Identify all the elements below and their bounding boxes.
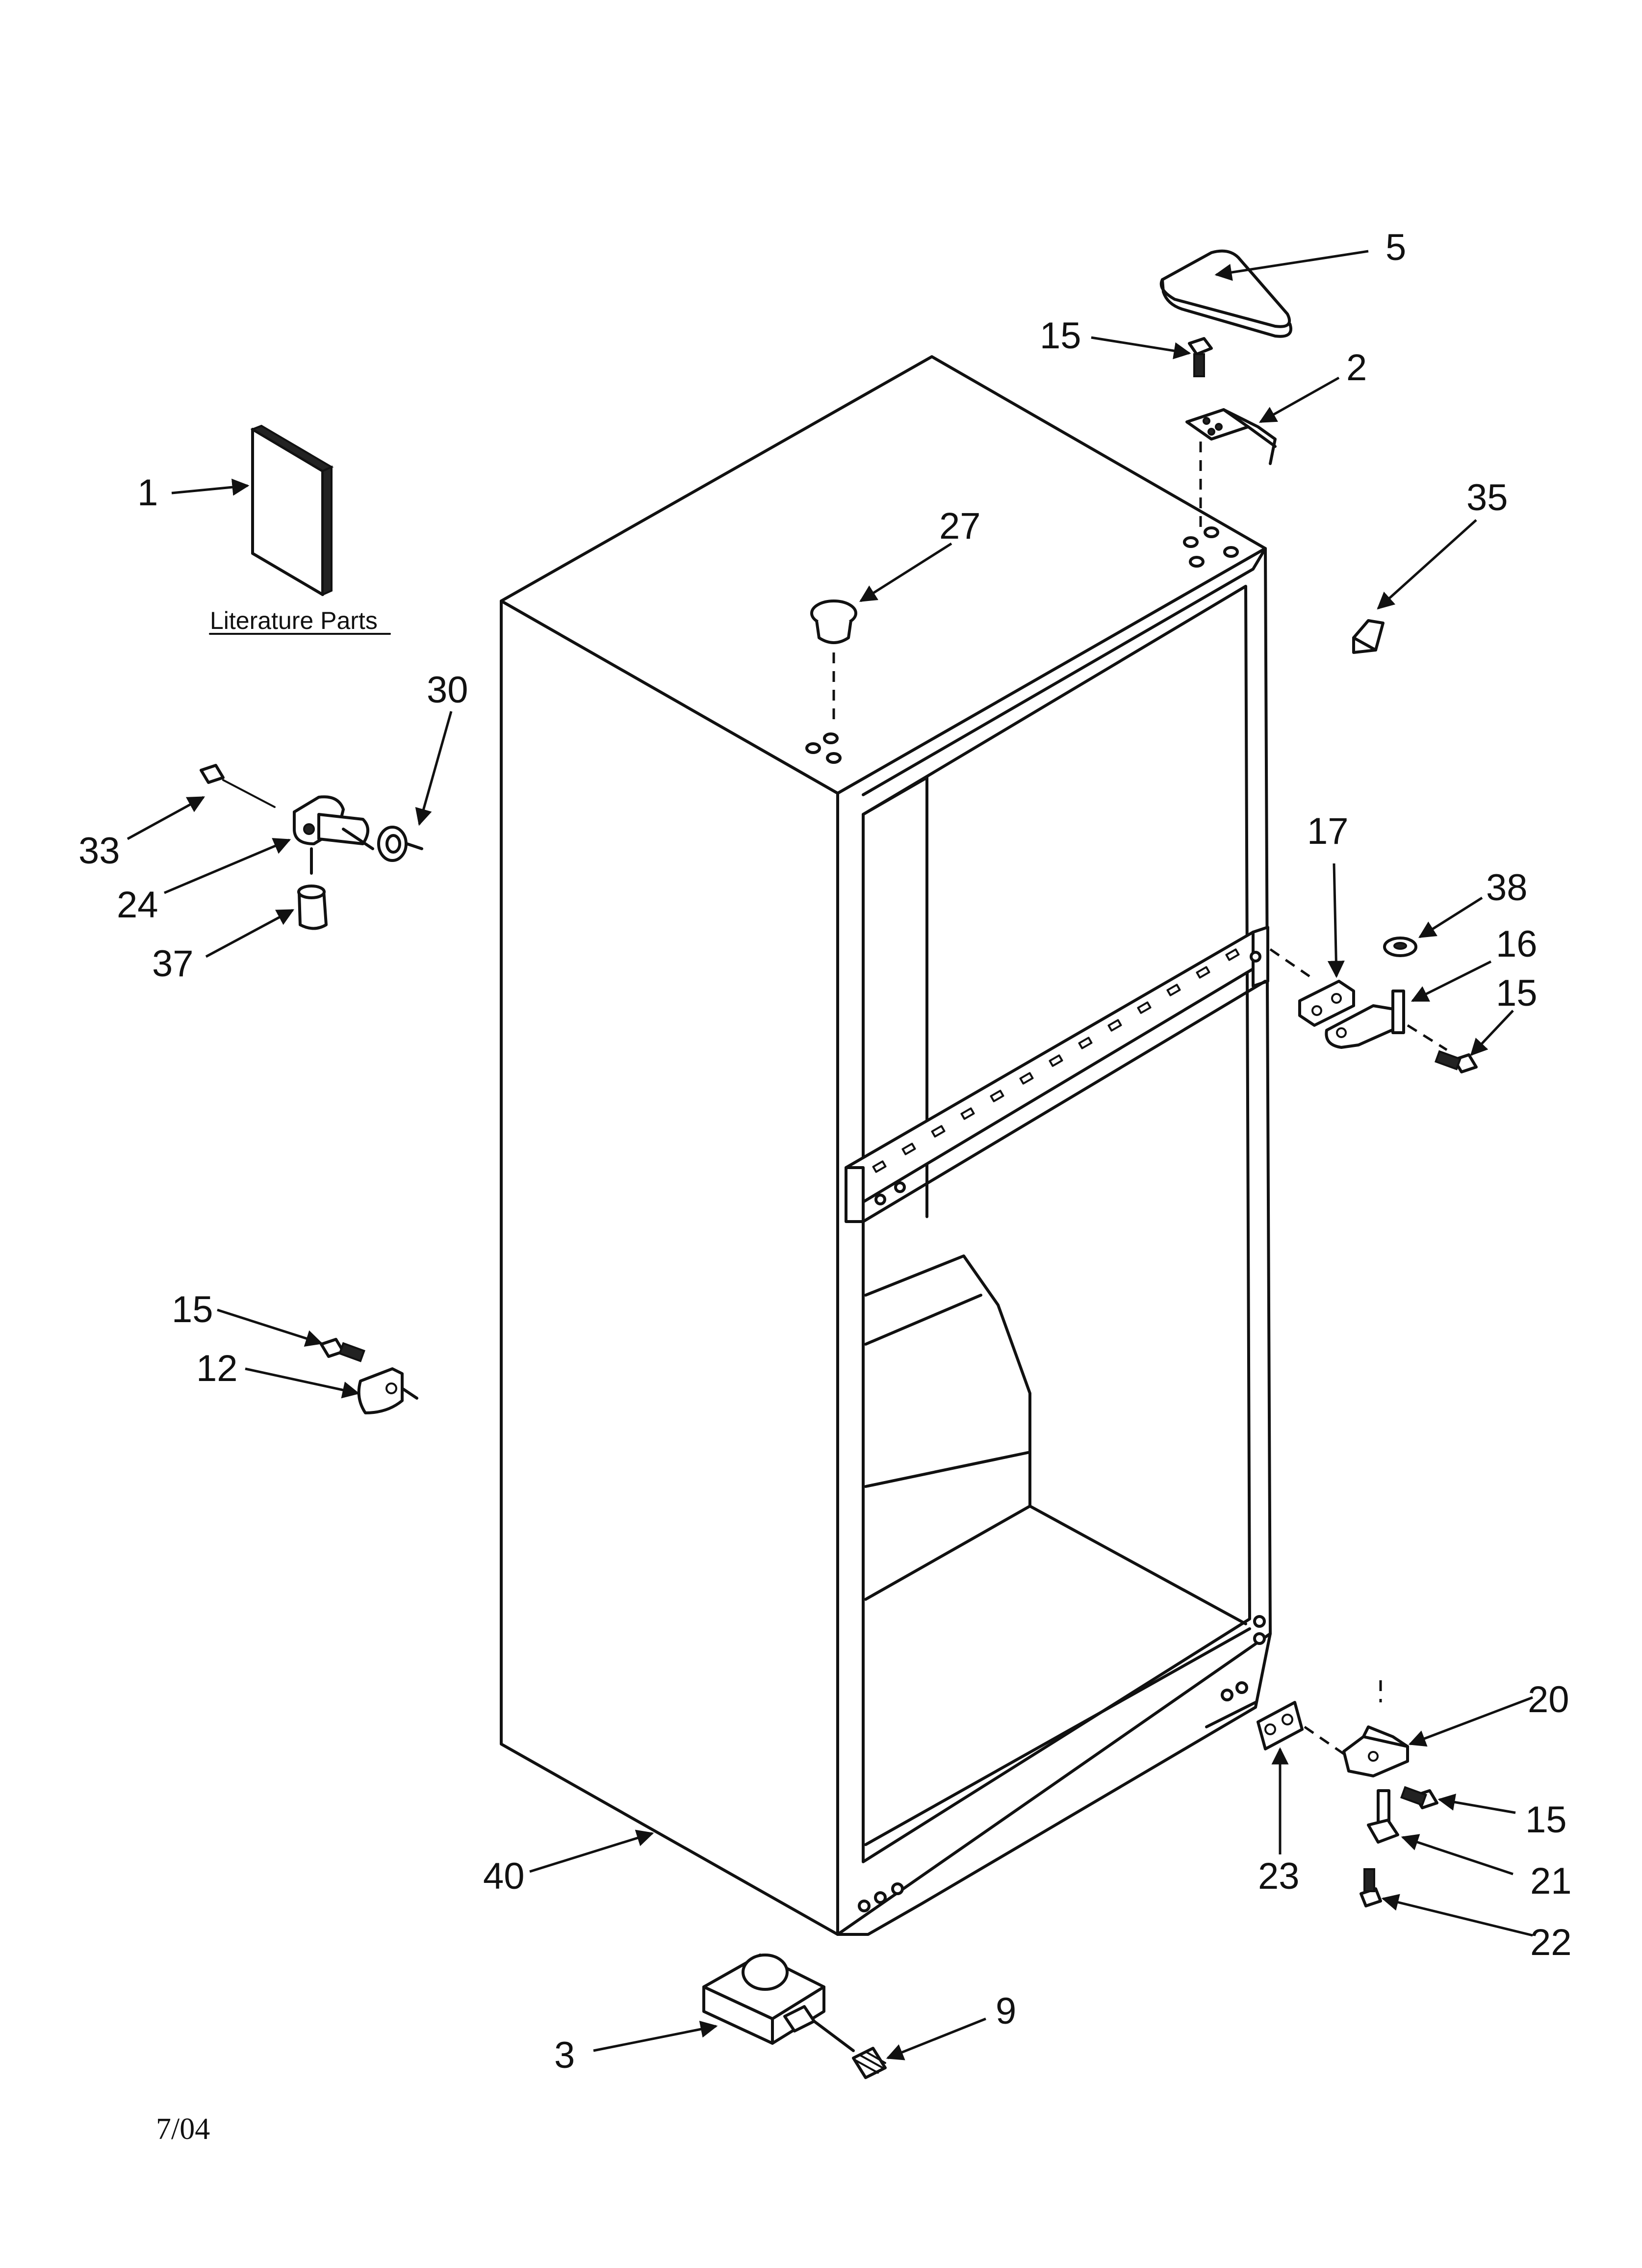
callout-38: 38 xyxy=(1486,867,1528,909)
cabinet-part-40 xyxy=(500,355,1272,1936)
callout-labels: 1 5 15 2 35 27 30 33 24 37 15 12 17 38 1… xyxy=(78,227,1572,2146)
callout-37: 37 xyxy=(152,943,194,985)
callout-23: 23 xyxy=(1258,1855,1300,1897)
roller-assembly-part-3 xyxy=(702,1954,887,2079)
callout-21: 21 xyxy=(1530,1860,1572,1902)
clip-part-35 xyxy=(1352,619,1385,654)
callout-15-hinge: 15 xyxy=(1496,972,1538,1014)
callout-22: 22 xyxy=(1530,1922,1572,1963)
callout-15-top: 15 xyxy=(1040,315,1081,357)
callout-15-left: 15 xyxy=(172,1289,213,1330)
callout-35: 35 xyxy=(1466,477,1508,519)
callout-30: 30 xyxy=(427,669,468,711)
callout-20: 20 xyxy=(1528,1679,1569,1721)
hinge-cover-part-5 xyxy=(1159,249,1292,338)
callout-1: 1 xyxy=(137,472,158,514)
callout-9: 9 xyxy=(996,1990,1016,2032)
callout-33: 33 xyxy=(78,830,120,872)
literature-caption: Literature Parts xyxy=(210,607,378,634)
callout-3: 3 xyxy=(554,2034,575,2076)
literature-part-1 xyxy=(250,424,334,597)
callout-15-bottom: 15 xyxy=(1525,1799,1567,1841)
date-code: 7/04 xyxy=(156,2112,210,2146)
door-stop-assembly xyxy=(200,764,423,930)
door-closer-part-12 xyxy=(320,1338,418,1414)
shim-part-23 xyxy=(1257,1701,1304,1750)
callout-24: 24 xyxy=(117,884,158,926)
callout-5: 5 xyxy=(1385,227,1406,268)
center-hinge-assembly xyxy=(1269,937,1478,1073)
top-hinge-part-2 xyxy=(1185,408,1277,465)
callout-40: 40 xyxy=(483,1855,525,1897)
callout-17: 17 xyxy=(1307,810,1349,852)
callout-2: 2 xyxy=(1346,347,1367,389)
bottom-hinge-assembly xyxy=(1304,1680,1438,1907)
callout-12: 12 xyxy=(196,1348,238,1389)
plug-part-27 xyxy=(810,600,857,726)
callout-27: 27 xyxy=(939,505,981,547)
callout-16: 16 xyxy=(1496,923,1538,965)
leader-lines xyxy=(127,250,1533,2060)
screw-part-15-top xyxy=(1188,337,1213,535)
center-rail xyxy=(845,926,1269,1223)
